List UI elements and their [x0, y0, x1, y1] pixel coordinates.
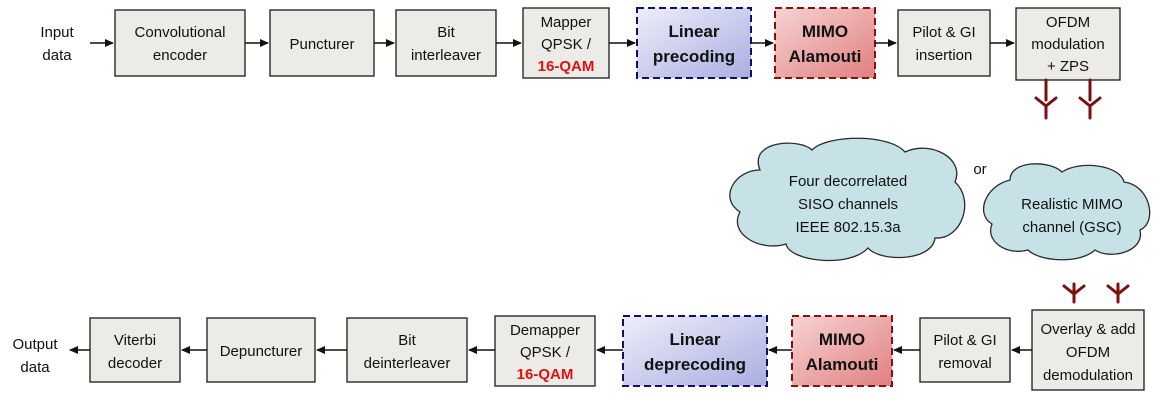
block-mimo-alamouti-rx: MIMO Alamouti — [791, 315, 893, 387]
block-text: interleaver — [411, 47, 481, 64]
block-text: Overlay & add — [1040, 321, 1135, 338]
rx-antenna-icon — [1062, 282, 1086, 304]
block-text: insertion — [916, 47, 973, 64]
block-linear-precoding: Linear precoding — [636, 7, 752, 79]
block-text: Pilot & GI — [933, 332, 996, 349]
block-mimo-alamouti-tx: MIMO Alamouti — [774, 7, 876, 79]
block-text-highlight: 16-QAM — [517, 366, 574, 383]
output-label-line-2: data — [20, 359, 50, 376]
input-data-label: Input data — [40, 24, 74, 64]
block-ofdm-modulation: OFDM modulation + ZPS — [1015, 7, 1121, 81]
block-text: Viterbi — [114, 332, 156, 349]
cloud-text: SISO channels — [798, 196, 898, 213]
block-text: Convolutional — [135, 24, 226, 41]
input-label-line-1: Input — [40, 24, 74, 41]
block-text: modulation — [1031, 36, 1104, 53]
output-data-label: Output data — [12, 336, 58, 376]
block-text: Linear — [669, 330, 720, 349]
block-text-highlight: 16-QAM — [538, 58, 595, 75]
block-text: QPSK / — [541, 36, 592, 53]
block-depuncturer: Depuncturer — [206, 317, 316, 383]
block-convolutional-encoder: Convolutional encoder — [114, 9, 246, 77]
block-text: Depuncturer — [220, 343, 303, 360]
block-text: removal — [938, 355, 991, 372]
or-label: or — [973, 161, 986, 178]
block-text: + ZPS — [1047, 58, 1089, 75]
block-pilot-gi-insertion: Pilot & GI insertion — [897, 9, 991, 77]
block-text: OFDM — [1066, 344, 1110, 361]
block-demapper: Demapper QPSK / 16-QAM — [494, 315, 596, 387]
block-bit-interleaver: Bit interleaver — [395, 9, 497, 77]
output-label-line-1: Output — [12, 336, 58, 353]
block-text: precoding — [653, 47, 735, 66]
tx-antenna-icon — [1078, 78, 1102, 120]
channel-cloud-gsc: Realistic MIMO channel (GSC) — [982, 163, 1151, 261]
block-mapper: Mapper QPSK / 16-QAM — [522, 7, 610, 79]
rx-antenna-icon — [1106, 282, 1130, 304]
cloud-text: channel (GSC) — [1022, 219, 1121, 236]
block-text: OFDM — [1046, 14, 1090, 31]
block-text: Alamouti — [806, 355, 879, 374]
block-linear-deprecoding: Linear deprecoding — [622, 315, 768, 387]
cloud-text: Four decorrelated — [789, 173, 907, 190]
block-text: demodulation — [1043, 367, 1133, 384]
cloud-text: IEEE 802.15.3a — [795, 219, 901, 236]
block-overlay-ofdm-demodulation: Overlay & add OFDM demodulation — [1031, 309, 1145, 391]
block-text: decoder — [108, 355, 162, 372]
block-puncturer: Puncturer — [269, 9, 375, 77]
channel-cloud-siso: Four decorrelated SISO channels IEEE 802… — [729, 137, 966, 262]
tx-antenna-icon — [1034, 78, 1058, 120]
block-text: Linear — [668, 22, 719, 41]
block-text: Demapper — [510, 322, 580, 339]
cloud-text: Realistic MIMO — [1021, 196, 1123, 213]
input-label-line-2: data — [42, 47, 72, 64]
block-pilot-gi-removal: Pilot & GI removal — [919, 317, 1011, 383]
block-text: Bit — [398, 332, 416, 349]
block-text: Bit — [437, 24, 455, 41]
block-bit-deinterleaver: Bit deinterleaver — [346, 317, 468, 383]
block-text: MIMO — [819, 330, 865, 349]
block-text: Alamouti — [789, 47, 862, 66]
block-text: deprecoding — [644, 355, 746, 374]
block-text: Puncturer — [289, 36, 354, 53]
block-text: MIMO — [802, 22, 848, 41]
block-viterbi-decoder: Viterbi decoder — [89, 317, 181, 383]
block-text: Pilot & GI — [912, 24, 975, 41]
block-text: QPSK / — [520, 344, 571, 361]
block-text: encoder — [153, 47, 207, 64]
block-text: Mapper — [541, 14, 592, 31]
block-text: deinterleaver — [364, 355, 451, 372]
